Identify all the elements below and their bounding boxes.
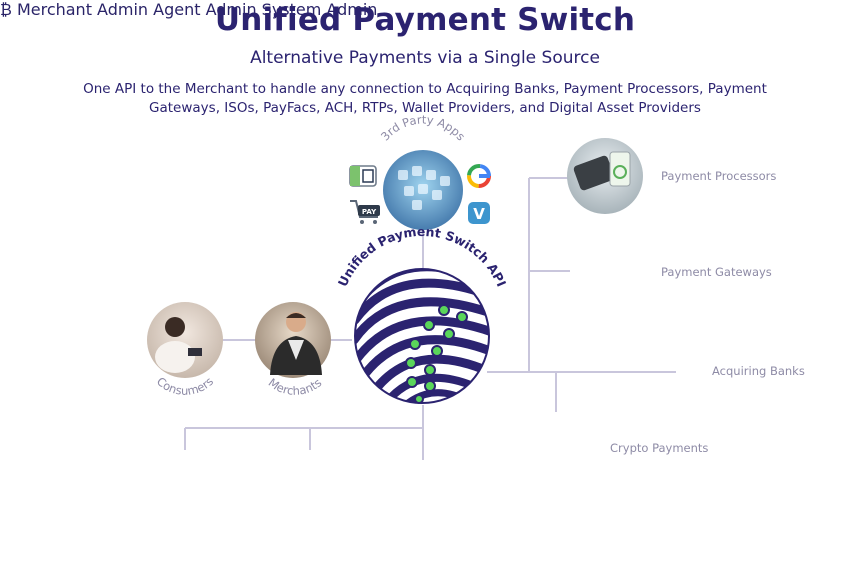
google-icon (467, 164, 491, 188)
svg-text:3rd Party Apps: 3rd Party Apps (378, 113, 468, 144)
consumers-label: Consumers (154, 374, 216, 398)
acquiring-banks-label: Acquiring Banks (712, 364, 805, 378)
page-description: One API to the Merchant to handle any co… (83, 81, 767, 116)
system-admin-label: System Admin (261, 0, 378, 19)
merchants-label: Merchants (266, 375, 325, 398)
payment-processors-node (567, 138, 643, 214)
third-party-apps-label: 3rd Party Apps (378, 113, 468, 144)
crypto-payments-node: ₿ (0, 0, 12, 19)
svg-text:Consumers: Consumers (154, 374, 216, 398)
wallet-icon (349, 165, 377, 187)
system-admin-node: System Admin (262, 0, 378, 19)
hub-dots (405, 304, 468, 404)
venmo-text: V (473, 205, 485, 223)
payment-gateways-label: Payment Gateways (661, 265, 772, 279)
page-subtitle: Alternative Payments via a Single Source (250, 48, 600, 68)
svg-text:Merchants: Merchants (266, 375, 325, 398)
third-party-apps-node: 3rd Party Apps (378, 113, 468, 230)
consumers-node: Consumers (147, 302, 223, 398)
merchant-admin-label: Merchant Admin (16, 0, 149, 19)
page-title: Unified Payment Switch (214, 2, 636, 38)
apple-pay-text: PAY (362, 208, 377, 216)
venmo-icon: V (468, 202, 490, 224)
payment-processors-label: Payment Processors (661, 169, 777, 183)
agent-admin-node: Agent Admin (153, 0, 262, 19)
merchant-admin-node: Merchant Admin (17, 0, 153, 19)
agent-admin-label: Agent Admin (153, 0, 257, 19)
merchants-node: Merchants (255, 302, 331, 398)
crypto-payments-label: Crypto Payments (610, 441, 709, 455)
apple-pay-cart-icon: PAY (350, 200, 380, 224)
